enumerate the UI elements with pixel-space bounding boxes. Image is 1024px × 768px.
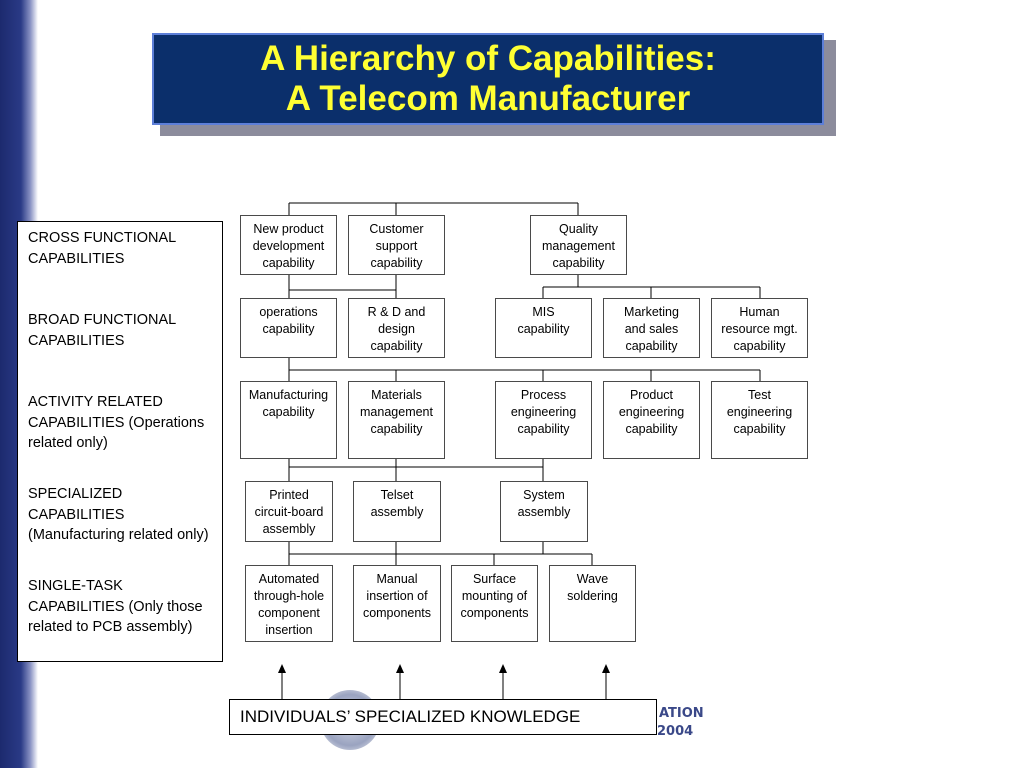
node-quality-management: Quality management capability	[530, 215, 627, 275]
node-process-engineering: Process engineering capability	[495, 381, 592, 459]
footer-text-right: ATION	[659, 706, 704, 721]
individuals-knowledge-box: INDIVIDUALS’ SPECIALIZED KNOWLEDGE	[229, 699, 657, 735]
node-system-assembly: System assembly	[500, 481, 588, 542]
capability-levels-legend: CROSS FUNCTIONAL CAPABILITIES BROAD FUNC…	[17, 221, 223, 662]
legend-cross-functional: CROSS FUNCTIONAL CAPABILITIES	[28, 230, 176, 267]
legend-specialized: SPECIALIZED CAPABILITIES (Manufacturing …	[28, 486, 209, 543]
node-product-engineering: Product engineering capability	[603, 381, 700, 459]
node-rd-and-design: R & D and design capability	[348, 298, 445, 358]
node-marketing-and-sales: Marketing and sales capability	[603, 298, 700, 358]
legend-activity-related: ACTIVITY RELATED CAPABILITIES (Operation…	[28, 394, 205, 451]
title-line-2: A Telecom Manufacturer	[285, 79, 691, 118]
node-mis: MIS capability	[495, 298, 592, 358]
legend-broad-functional: BROAD FUNCTIONAL CAPABILITIES	[28, 312, 176, 349]
node-operations: operations capability	[240, 298, 337, 358]
node-automated-insertion: Automated through-hole component inserti…	[245, 565, 333, 642]
node-wave-soldering: Wave soldering	[549, 565, 636, 642]
node-pcb-assembly: Printed circuit-board assembly	[245, 481, 333, 542]
slide-title: A Hierarchy of Capabilities: A Telecom M…	[152, 33, 824, 125]
node-surface-mounting: Surface mounting of components	[451, 565, 538, 642]
title-line-1: A Hierarchy of Capabilities:	[260, 39, 716, 78]
node-test-engineering: Test engineering capability	[711, 381, 808, 459]
node-customer-support: Customer support capability	[348, 215, 445, 275]
node-new-product-development: New product development capability	[240, 215, 337, 275]
node-manual-insertion: Manual insertion of components	[353, 565, 441, 642]
node-telset-assembly: Telset assembly	[353, 481, 441, 542]
legend-single-task: SINGLE-TASK CAPABILITIES (Only those rel…	[28, 578, 203, 635]
node-manufacturing: Manufacturing capability	[240, 381, 337, 459]
node-materials-management: Materials management capability	[348, 381, 445, 459]
node-human-resource: Human resource mgt. capability	[711, 298, 808, 358]
footer-text-year: 2004	[657, 724, 694, 739]
